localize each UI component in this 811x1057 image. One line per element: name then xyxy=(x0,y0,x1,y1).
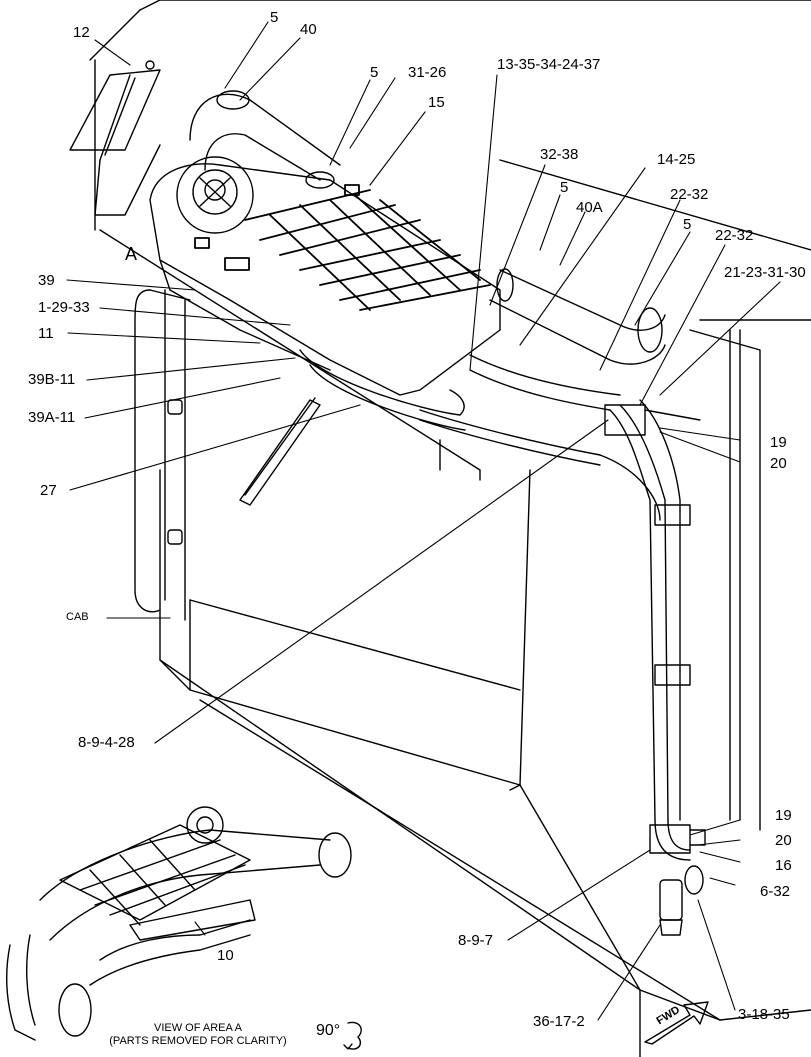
callout-13-35-34-24-37: 13-35-34-24-37 xyxy=(497,56,601,73)
callout-8-9-4-28: 8-9-4-28 xyxy=(78,734,135,751)
callout-19-upper: 19 xyxy=(770,434,787,451)
callout-8-9-7: 8-9-7 xyxy=(458,932,494,949)
lower-fittings xyxy=(659,865,704,936)
hvac-grid xyxy=(194,184,491,311)
cab-roof xyxy=(89,0,811,831)
callout-27: 27 xyxy=(40,482,57,499)
callout-39: 39 xyxy=(38,272,55,289)
callout-3-18-35: 3-18-35 xyxy=(738,1006,790,1023)
callout-40A: 40A xyxy=(576,199,603,216)
callout-11: 11 xyxy=(38,325,54,342)
leader-lines xyxy=(66,21,781,1021)
callout-19-lower: 19 xyxy=(775,807,792,824)
callout-10: 10 xyxy=(217,947,234,964)
cab-grab-handle xyxy=(134,289,191,621)
callout-22-32-lower: 22-32 xyxy=(715,227,754,244)
callout-5-top: 5 xyxy=(270,9,279,26)
view-caption: VIEW OF AREA A (PARTS REMOVED FOR CLARIT… xyxy=(88,1022,308,1047)
callout-21-23-31-30: 21-23-31-30 xyxy=(724,264,806,281)
hvac-unit-15 xyxy=(149,156,501,396)
callout-39B-11: 39B-11 xyxy=(28,371,76,388)
callout-14-25: 14-25 xyxy=(657,151,696,168)
callout-5-fourth: 5 xyxy=(683,216,692,233)
view-caption-title: VIEW OF AREA A xyxy=(153,1022,243,1034)
callout-16: 16 xyxy=(775,857,792,874)
callout-6-32: 6-32 xyxy=(760,883,791,900)
callout-5-third: 5 xyxy=(560,179,569,196)
cab-side-panel xyxy=(159,469,811,1057)
callout-area-a: A xyxy=(125,244,138,264)
callout-36-17-2: 36-17-2 xyxy=(533,1013,585,1030)
callout-31-26: 31-26 xyxy=(408,64,447,81)
callout-cab: CAB xyxy=(66,611,89,623)
callout-1-29-33: 1-29-33 xyxy=(38,299,90,316)
callout-12: 12 xyxy=(73,24,90,41)
view-caption-note: (PARTS REMOVED FOR CLARITY) xyxy=(109,1034,287,1047)
rotation-label: 90° xyxy=(316,1022,341,1039)
duct-40A xyxy=(489,268,666,365)
filter-12 xyxy=(69,60,161,216)
callout-15: 15 xyxy=(428,94,445,111)
detail-view-a xyxy=(6,806,352,1041)
fwd-arrow-icon xyxy=(644,1001,709,1045)
callout-40: 40 xyxy=(300,21,317,38)
callout-39A-11: 39A-11 xyxy=(28,409,76,426)
callout-32-38: 32-38 xyxy=(540,146,579,163)
rotate-90-icon xyxy=(343,1021,362,1050)
wiper-27 xyxy=(239,397,321,506)
callout-20-upper: 20 xyxy=(770,455,787,472)
callout-22-32-upper: 22-32 xyxy=(670,186,709,203)
callout-20-lower: 20 xyxy=(775,832,792,849)
callout-5-second: 5 xyxy=(370,64,379,81)
duct-40 xyxy=(189,90,341,189)
hoses xyxy=(299,349,691,861)
